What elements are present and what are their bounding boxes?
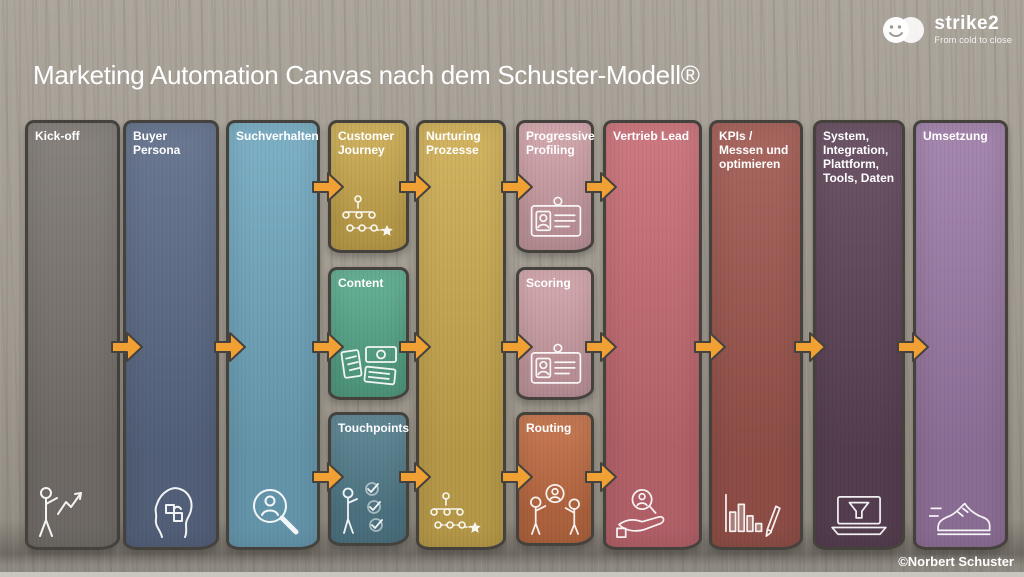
id-card-icon <box>526 196 586 242</box>
logo-tagline: From cold to close <box>934 35 1012 46</box>
flow-arrow-icon <box>398 329 432 365</box>
stage-suchverhalten: Suchverhalten <box>226 120 320 550</box>
stage-label: Buyer Persona <box>133 129 181 158</box>
stage-label: Routing <box>526 421 572 435</box>
strike2-smiley-icon <box>883 17 925 43</box>
routing-people-icon <box>524 481 586 535</box>
stage-label: Touchpoints <box>338 421 410 435</box>
strike2-logo: strike2 From cold to close <box>881 13 1012 47</box>
stage-label: Kick-off <box>35 129 80 143</box>
bottom-edge-strip <box>0 572 1024 577</box>
flow-arrow-icon <box>584 329 618 365</box>
content-docs-icon <box>338 343 402 389</box>
flow-arrow-icon <box>311 329 345 365</box>
stage-label: Suchverhalten <box>236 129 319 143</box>
stage-buyer-persona: Buyer Persona <box>123 120 219 550</box>
journey-map-icon <box>338 194 398 242</box>
logo-name: strike2 <box>934 13 1000 34</box>
page-title: Marketing Automation Canvas nach dem Sch… <box>33 60 700 90</box>
lead-hand-magnifier-icon <box>613 487 675 539</box>
stage-label: Progressive Profiling <box>526 129 595 158</box>
flow-arrow-icon <box>311 169 345 205</box>
stage-label: System, Integration, Plattform, Tools, D… <box>823 129 895 186</box>
stage-kpis: KPIs / Messen und optimieren <box>709 120 803 550</box>
laptop-funnel-icon <box>828 493 890 539</box>
flow-arrow-icon <box>398 169 432 205</box>
persona-head-icon <box>146 483 196 539</box>
search-person-icon <box>245 483 301 539</box>
sneaker-icon <box>928 495 993 539</box>
stage-system: System, Integration, Plattform, Tools, D… <box>813 120 905 550</box>
flow-arrow-icon <box>500 169 534 205</box>
flow-arrow-icon <box>500 329 534 365</box>
kpi-chart-pencil-icon <box>719 489 781 539</box>
flow-arrow-icon <box>584 459 618 495</box>
stage-label: Umsetzung <box>923 129 988 143</box>
flow-arrow-icon <box>693 329 727 365</box>
stage-nurturing-prozesse: Nurturing Prozesse <box>416 120 506 550</box>
stage-umsetzung: Umsetzung <box>913 120 1008 550</box>
touchpoints-checklist-icon <box>338 479 394 535</box>
journey-map-icon <box>426 491 486 539</box>
stage-label: Vertrieb Lead <box>613 129 690 143</box>
flow-arrow-icon <box>213 329 247 365</box>
stage-label: Content <box>338 276 384 290</box>
flow-arrow-icon <box>110 329 144 365</box>
flow-arrow-icon <box>584 169 618 205</box>
flow-arrow-icon <box>896 329 930 365</box>
stage-content: Content <box>328 267 409 400</box>
stage-label: Customer Journey <box>338 129 395 158</box>
presenter-flipchart-icon <box>35 481 87 539</box>
id-card-icon <box>526 343 586 389</box>
stage-label: KPIs / Messen und optimieren <box>719 129 789 172</box>
flow-arrow-icon <box>311 459 345 495</box>
stage-label: Scoring <box>526 276 571 290</box>
copyright-text: ©Norbert Schuster <box>898 554 1014 569</box>
stage-scoring: Scoring <box>516 267 594 400</box>
stage-label: Nurturing Prozesse <box>426 129 481 158</box>
flow-arrow-icon <box>398 459 432 495</box>
flow-arrow-icon <box>793 329 827 365</box>
stage-kick-off: Kick-off <box>25 120 120 550</box>
flow-arrow-icon <box>500 459 534 495</box>
